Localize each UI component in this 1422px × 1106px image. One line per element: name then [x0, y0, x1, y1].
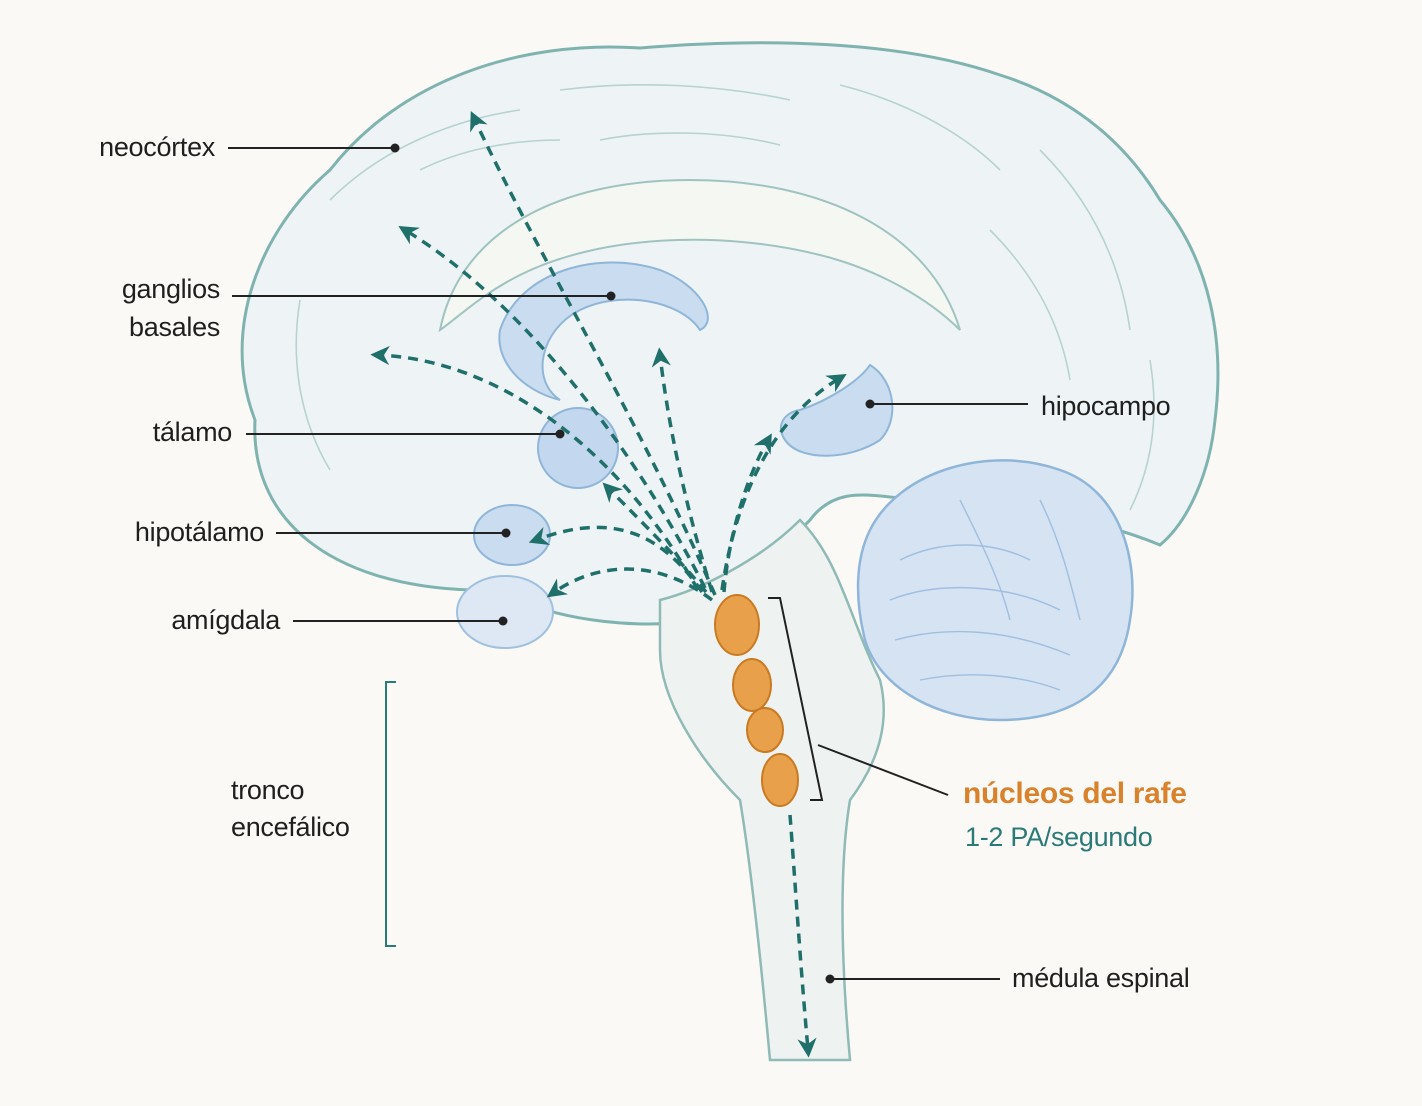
label-amigdala: amígdala	[120, 601, 280, 639]
label-tronco-2: encefálico	[231, 808, 350, 846]
label-raphe-title: núcleos del rafe	[963, 775, 1187, 813]
label-raphe-rate: 1-2 PA/segundo	[965, 818, 1152, 856]
label-ganglios-2: basales	[90, 308, 220, 346]
label-medula: médula espinal	[1012, 959, 1189, 997]
hypothalamus-shape	[474, 505, 550, 565]
label-talamo: tálamo	[110, 413, 232, 451]
amygdala-shape	[457, 576, 553, 648]
label-neocortex: neocórtex	[70, 128, 215, 166]
label-tronco-1: tronco	[231, 771, 304, 809]
label-hipocampo: hipocampo	[1041, 387, 1170, 425]
label-hipotalamo: hipotálamo	[100, 513, 264, 551]
brainstem-bracket	[386, 682, 396, 946]
label-ganglios-1: ganglios	[90, 270, 220, 308]
